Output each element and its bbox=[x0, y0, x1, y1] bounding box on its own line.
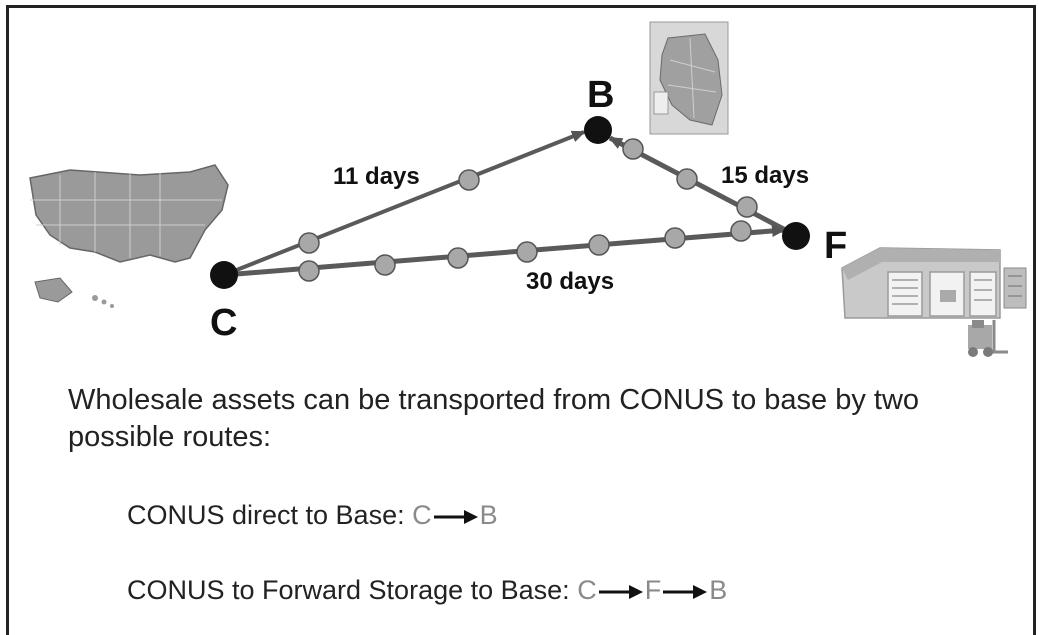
route-node: B bbox=[709, 575, 728, 605]
waypoint bbox=[298, 260, 320, 282]
waypoint bbox=[730, 220, 752, 242]
waypoint bbox=[664, 227, 686, 249]
forklift-icon bbox=[968, 320, 1008, 357]
waypoint bbox=[588, 234, 610, 256]
node-f-label: F bbox=[824, 225, 848, 267]
route-node: F bbox=[644, 575, 662, 605]
waypoint bbox=[447, 247, 469, 269]
arrow-right-icon bbox=[598, 584, 643, 599]
node-f bbox=[782, 222, 810, 250]
iraq-map-icon bbox=[649, 21, 729, 135]
description-text: Wholesale assets can be transported from… bbox=[68, 384, 920, 453]
waypoints-f-to-b bbox=[622, 138, 758, 218]
route-forward: CONUS to Forward Storage to Base: C F B bbox=[127, 575, 727, 606]
arrow-right-icon bbox=[433, 509, 478, 524]
waypoints-c-to-f bbox=[298, 220, 752, 282]
waypoint bbox=[298, 232, 320, 254]
edge-label-f-to-b: 15 days bbox=[721, 162, 810, 189]
route-label: CONUS to Forward Storage to Base: bbox=[127, 575, 570, 605]
edge-label-c-to-f: 30 days bbox=[526, 268, 615, 295]
edge-c-to-b bbox=[223, 130, 586, 277]
node-b bbox=[584, 116, 612, 144]
waypoint bbox=[736, 196, 758, 218]
frame-border bbox=[6, 5, 1036, 635]
waypoint bbox=[374, 254, 396, 276]
node-c-label: C bbox=[210, 302, 238, 344]
route-diagram bbox=[29, 21, 1027, 357]
warehouse-icon bbox=[841, 247, 1027, 319]
node-b-label: B bbox=[587, 74, 615, 116]
route-direct: CONUS direct to Base: C B bbox=[127, 500, 498, 531]
waypoint bbox=[622, 138, 644, 160]
arrow-right-icon bbox=[663, 584, 708, 599]
waypoint bbox=[676, 168, 698, 190]
route-node: B bbox=[479, 500, 498, 530]
waypoint bbox=[458, 169, 480, 191]
route-node: C bbox=[412, 500, 432, 530]
node-c bbox=[210, 261, 238, 289]
route-node: C bbox=[577, 575, 597, 605]
waypoint bbox=[516, 241, 538, 263]
route-label: CONUS direct to Base: bbox=[127, 500, 405, 530]
edge-label-c-to-b: 11 days bbox=[333, 163, 420, 190]
us-map-icon bbox=[29, 164, 229, 308]
waypoints-c-to-b bbox=[298, 169, 480, 254]
